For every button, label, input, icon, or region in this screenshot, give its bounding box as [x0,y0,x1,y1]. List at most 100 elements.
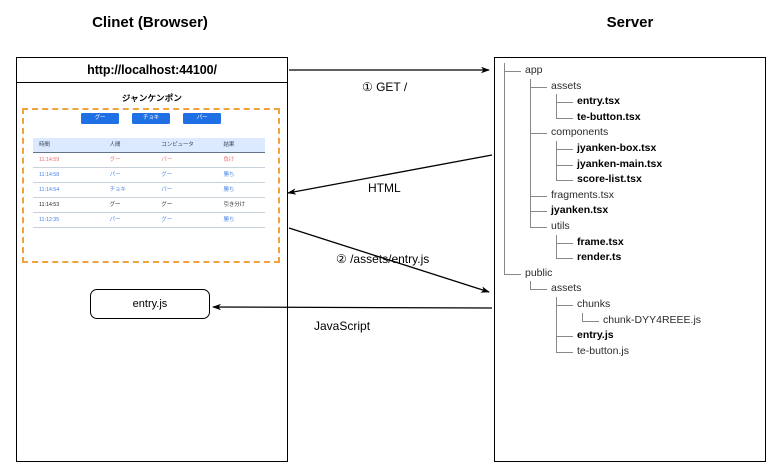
tree-row: chunk-DYY4REEE.js [504,312,760,329]
tree-connector [530,125,547,135]
tree-item-label[interactable]: frame.tsx [577,235,624,248]
jyanken-button-pa[interactable]: パー [183,113,221,124]
cell-result: 負け [217,152,265,168]
tree-item-label[interactable]: assets [551,282,582,295]
tree-vline [504,156,505,173]
cell-result: 勝ち [217,212,265,228]
jyanken-button-choki[interactable]: チョキ [132,113,170,124]
cell-result: 引き分け [217,197,265,213]
tree-vline [556,304,557,313]
tree-vline [530,133,531,141]
score-table-header-row: 時間 人間 コンピュータ 結果 [33,138,265,153]
tree-connector [556,140,573,150]
tree-vline [504,71,505,79]
tree-vline [504,140,505,157]
tree-vline [504,125,505,141]
tree-connector [582,312,599,322]
tree-item-label[interactable]: entry.tsx [577,95,620,108]
client-browser-panel [16,57,288,462]
tree-row: frame.tsx [504,234,760,251]
server-file-tree: app assets entry.tsx te-button.tsx component… [504,63,760,359]
cell-result: 勝ち [217,182,265,198]
tree-vline [530,109,531,126]
tree-vline [556,148,557,157]
header-time: 時間 [33,138,104,153]
tree-vline [556,242,557,251]
tree-item-label[interactable]: chunk-DYY4REEE.js [603,313,702,326]
tree-connector [556,296,573,306]
tree-connector [530,281,547,291]
tree-vline [556,312,557,329]
tree-connector [504,63,521,72]
tree-row: fragments.tsx [504,187,760,204]
tree-vline [504,94,505,110]
tree-row: te-button.js [504,343,760,360]
tree-row: entry.js [504,328,760,344]
header-computer: コンピュータ [155,138,218,153]
tree-row: assets [504,281,760,297]
flow-label-entry-js: ② /assets/entry.js [336,252,430,266]
tree-connector [504,265,521,275]
tree-row: assets [504,78,760,95]
tree-vline [530,94,531,110]
tree-item-label[interactable]: public [525,266,553,279]
jyanken-button-row: グー チョキ パー [22,113,280,124]
table-row: 11:12:35 パー グー 勝ち [33,212,265,228]
score-list-table: 時間 人間 コンピュータ 結果 11:14:59 グー パー 負け 11:14:… [33,138,265,228]
tree-item-label[interactable]: fragments.tsx [551,188,615,201]
tree-row: app [504,63,760,79]
tree-vline [504,250,505,266]
tree-vline [530,156,531,173]
flow-label-javascript: JavaScript [314,319,371,333]
tree-item-label[interactable]: jyanken-box.tsx [577,141,657,154]
tree-item-label[interactable]: score-list.tsx [577,173,642,186]
server-panel [494,57,766,462]
tree-item-label[interactable]: app [525,64,543,76]
tree-item-label[interactable]: render.ts [577,251,622,264]
cell-time: 11:14:54 [33,182,104,198]
table-row: 11:14:53 グー グー 引き分け [33,197,265,213]
web-page-heading: ジャンケンポン [121,93,183,103]
tree-vline [504,234,505,251]
cell-computer: パー [155,152,218,168]
tree-vline [556,102,557,110]
tree-item-label[interactable]: chunks [577,297,611,310]
cell-time: 11:14:59 [33,152,104,168]
tree-item-label[interactable]: te-button.tsx [577,110,641,123]
tree-connector [530,187,547,197]
tree-item-label[interactable]: entry.js [577,329,614,342]
tree-row: public [504,265,760,282]
jyanken-button-gu[interactable]: グー [81,113,119,124]
tree-vline [530,211,531,219]
tree-item-label[interactable]: jyanken-main.tsx [577,157,663,170]
tree-item-label[interactable]: components [551,126,609,139]
browser-url-bar[interactable]: http://localhost:44100/ [16,57,288,83]
server-column-title: Server [606,14,654,31]
flow-label-html: HTML [368,181,401,195]
table-row: 11:14:59 グー パー 負け [33,152,265,168]
tree-item-label[interactable]: assets [551,79,582,92]
cell-human: グー [103,152,156,168]
tree-vline [504,218,505,235]
cell-result: 勝ち [217,167,265,183]
flow-label-get: ① GET / [362,80,408,94]
url-text: http://localhost:44100/ [87,62,217,77]
tree-vline [504,203,505,219]
entry-js-label: entry.js [132,298,168,310]
tree-row: utils [504,218,760,235]
tree-item-label[interactable]: te-button.js [577,344,629,357]
tree-connector [556,94,573,104]
client-column-title: Clinet (Browser) [92,14,208,31]
tree-vline [504,78,505,95]
entry-js-box: entry.js [90,289,210,319]
tree-vline [530,140,531,157]
tree-item-label[interactable]: jyanken.tsx [551,204,609,217]
tree-row: te-button.tsx [504,109,760,126]
tree-vline [504,109,505,126]
tree-connector [556,172,573,182]
tree-row: entry.tsx [504,94,760,110]
tree-vline [504,172,505,188]
tree-item-label[interactable]: utils [551,219,570,232]
cell-computer: グー [155,197,218,213]
